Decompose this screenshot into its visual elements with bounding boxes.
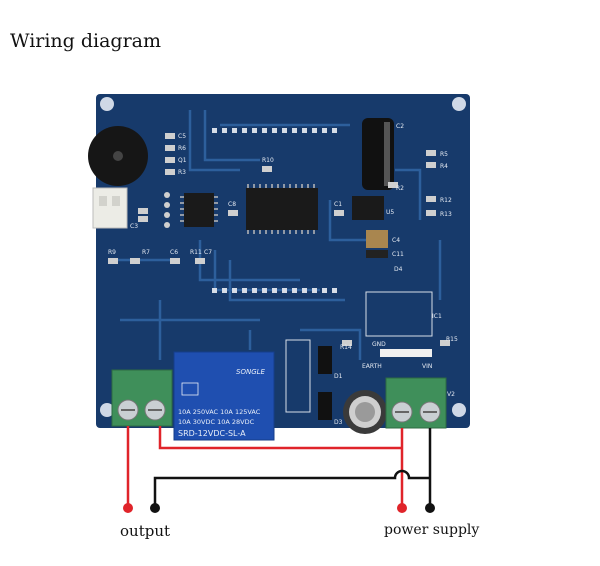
board-label-q1: Q1 [178,157,187,164]
smd-components [108,133,450,346]
relay-rating-line-1: 10A 250VAC 10A 125VAC [178,408,261,416]
diode-d1 [318,346,332,374]
output-terminal-dot-red [123,503,133,513]
power-terminal-dot-black [425,503,435,513]
board-label-c6: C6 [170,249,178,256]
mounting-hole [100,403,114,417]
main-ic-pins [247,184,315,234]
relay-model: SRD-12VDC-SL-A [178,429,246,438]
board-label-c3: C3 [130,223,138,230]
silkscreen-bar [380,349,432,357]
mounting-hole [452,403,466,417]
board-label-r10: R10 [262,157,274,164]
pad-row-bottom [212,288,337,293]
small-ic-chip [184,193,214,227]
relay: SONGLE 10A 250VAC 10A 125VAC 10A 30VDC 1… [173,351,275,441]
board-label-r5: R5 [440,151,448,158]
output-terminal-block [111,369,173,427]
wire-red-jumper [158,426,402,450]
power-terminal-dot-red [397,503,407,513]
board-label-r6: R6 [178,145,186,152]
board-label-c4: C4 [392,237,400,244]
board-label-c8: C8 [228,201,236,208]
board-label-r9: R9 [108,249,116,256]
pad-row-top [212,128,337,133]
wire-black-bridge [153,469,430,508]
board-label-c7: C7 [204,249,212,256]
pcb-traces [110,110,442,360]
board-label-r15: R15 [446,336,458,343]
board-label-r3: R3 [178,169,186,176]
header-pins [164,192,170,228]
pcb-board: GND VIN EARTH IC1 R15 R14 V2 D1 D3 R10 C… [88,94,470,434]
small-ic-pins [180,196,218,222]
wires [126,426,432,508]
board-label-vin: VIN [422,363,432,370]
regulator-u5 [352,196,384,220]
board-label-r2: R2 [396,185,404,192]
board-label-r7: R7 [142,249,150,256]
power-supply-label: power supply [384,522,480,538]
board-label-d1: D1 [334,373,343,380]
mounting-hole [100,97,114,111]
board-label-r11: R11 [190,249,202,256]
board-label-c11: C11 [392,251,404,258]
capacitor-c4 [366,230,388,248]
diode-d3 [318,392,332,420]
power-terminal-block [385,377,447,429]
board-label-v2: V2 [447,391,455,398]
mounting-hole [452,97,466,111]
board-label-r12: R12 [440,197,452,204]
board-label-ic1: IC1 [432,313,442,320]
board-label-d4: D4 [394,266,403,273]
board-label-r14: R14 [340,344,352,351]
relay-brand: SONGLE [236,368,266,376]
board-label-r13: R13 [440,211,452,218]
board-label-c2: C2 [396,123,404,130]
board-label-gnd: GND [372,341,386,348]
output-terminal-dot-black [150,503,160,513]
ic1-outline [365,291,433,337]
output-label: output [120,522,171,540]
board-label-r4: R4 [440,163,448,170]
board-label-d3: D3 [334,419,343,426]
board-label-c1: C1 [334,201,342,208]
footprint-box [285,339,311,413]
diagram-title: Wiring diagram [10,30,162,52]
board-label-u5: U5 [386,209,394,216]
board-label-c5: C5 [178,133,186,140]
sensor-connector [92,187,128,229]
board-label-earth: EARTH [362,363,382,370]
main-ic-chip [246,188,318,230]
relay-rating-line-2: 10A 30VDC 10A 28VDC [178,418,255,426]
